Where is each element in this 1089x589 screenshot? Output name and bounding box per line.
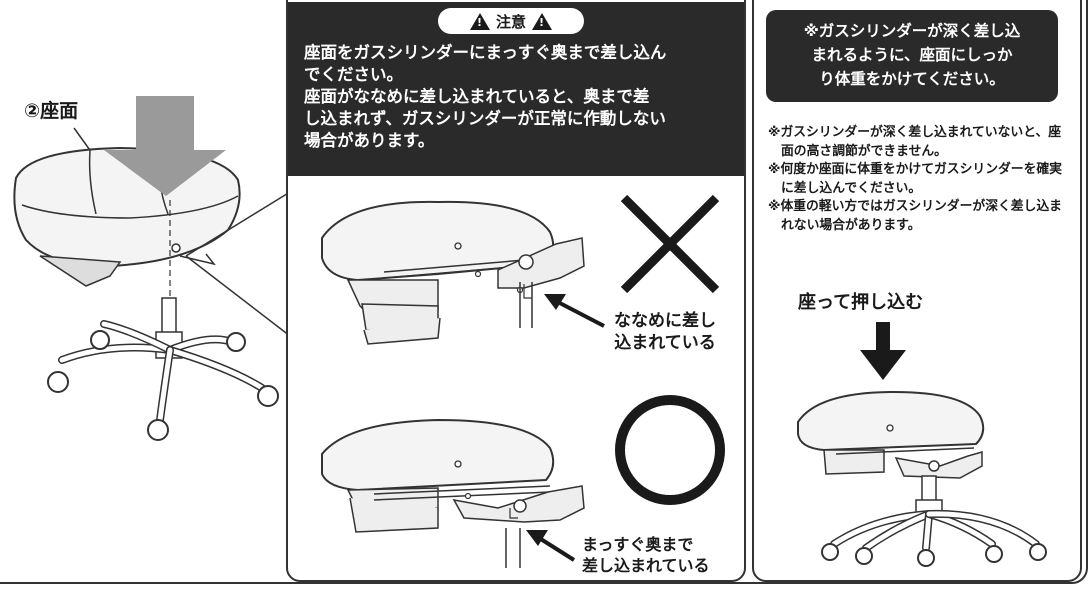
wrong-caption-line: 込まれている [614,333,716,353]
caution-line: でください。 [304,65,403,84]
caution-header: 注意 座面をガスシリンダーにまっすぐ奥まで差し込ん でください。 座面がななめに… [288,2,744,176]
caution-line: 座面がななめに差し込まれていると、奥まで差 [304,87,650,106]
warning-icon [469,12,490,30]
note-item: ※何度か座面に体重をかけてガスシリンダーを確実に差し込んでください。 [768,162,1062,196]
tilted-seat-drawing [321,200,585,345]
wrong-caption: ななめに差し 込まれている [614,310,716,354]
note-item: ※体重の軽い方ではガスシリンダーが深く差し込まれない場合があります。 [768,199,1062,233]
instruction-header-line: まれるように、座面にしっか [811,46,1013,64]
right-caption-line: 差し込まれている [582,556,710,575]
seat-insertion-diagrams [321,194,725,568]
caution-badge-label: 注意 [495,12,526,31]
instruction-header-line: り体重をかけてください。 [819,70,1005,88]
right-caption: まっすぐ奥まで 差し込まれている [582,534,710,576]
warning-icon [532,12,552,30]
caution-panel: 注意 座面をガスシリンダーにまっすぐ奥まで差し込ん でください。 座面がななめに… [286,0,746,582]
straight-seat-drawing [321,418,585,568]
caution-line: し込まれず、ガスシリンダーが正常に作動しない [304,109,666,128]
wrong-caption-line: ななめに差し [614,311,716,331]
left-illustration: ②座面 [0,0,290,589]
notes-list: ※ガスシリンダーが深く差し込まれていないと、座面の高さ調節ができません。 ※何度… [768,124,1068,235]
seat-chair-drawing [13,96,290,441]
caution-line: 場合があります。 [304,131,435,150]
part-label: ②座面 [24,100,79,122]
caution-text: 座面をガスシリンダーにまっすぐ奥まで差し込ん でください。 座面がななめに差し込… [304,42,724,152]
seated-chair-drawing [797,322,1047,567]
instruction-header: ※ガスシリンダーが深く差し込 まれるように、座面にしっか り体重をかけてください… [766,10,1058,102]
caution-line: 座面をガスシリンダーにまっすぐ奥まで差し込ん [304,43,667,62]
caution-badge: 注意 [438,8,584,34]
right-caption-line: まっすぐ奥まで [582,535,694,554]
press-label: 座って押し込む [798,292,924,313]
instruction-panel: ※ガスシリンダーが深く差し込 まれるように、座面にしっか り体重をかけてください… [752,0,1082,582]
note-item: ※ガスシリンダーが深く差し込まれていないと、座面の高さ調節ができません。 [768,125,1062,159]
instruction-header-line: ※ガスシリンダーが深く差し込 [803,22,1021,40]
